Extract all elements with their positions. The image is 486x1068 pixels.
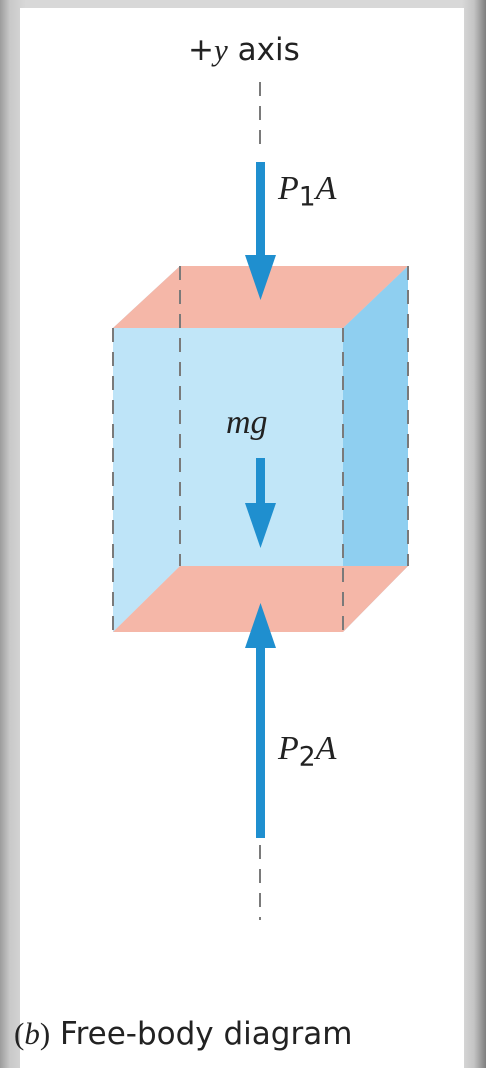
axis-sign: +: [188, 32, 214, 68]
arrow-p2a: [245, 603, 276, 838]
force-symbol: P: [278, 170, 299, 207]
force-label-p1a: P1A: [278, 170, 336, 213]
y-axis-label: +y axis: [188, 32, 300, 68]
caption-text: Free-body diagram: [60, 1016, 353, 1052]
arrow-mg: [245, 458, 276, 548]
force-suffix: A: [315, 170, 337, 207]
axis-variable: y: [213, 32, 228, 67]
caption-letter: b: [24, 1016, 40, 1051]
arrow-p1a: [245, 162, 276, 300]
figure-caption: (b) Free-body diagram: [14, 1016, 352, 1052]
axis-word: axis: [237, 32, 300, 68]
force-suffix: A: [315, 730, 337, 767]
cube-front-face: [113, 328, 343, 632]
cube-right-face: [343, 266, 408, 632]
cube-bottom-face: [113, 566, 408, 632]
force-subscript: 1: [298, 181, 316, 213]
force-label-p2a: P2A: [278, 730, 336, 773]
weight-label-mg: mg: [226, 404, 268, 441]
force-subscript: 2: [298, 741, 316, 773]
caption-open-paren: (: [14, 1016, 25, 1051]
force-symbol: P: [278, 730, 299, 767]
cube-dashed-edges: [112, 266, 409, 632]
caption-close-paren: ): [39, 1016, 51, 1051]
